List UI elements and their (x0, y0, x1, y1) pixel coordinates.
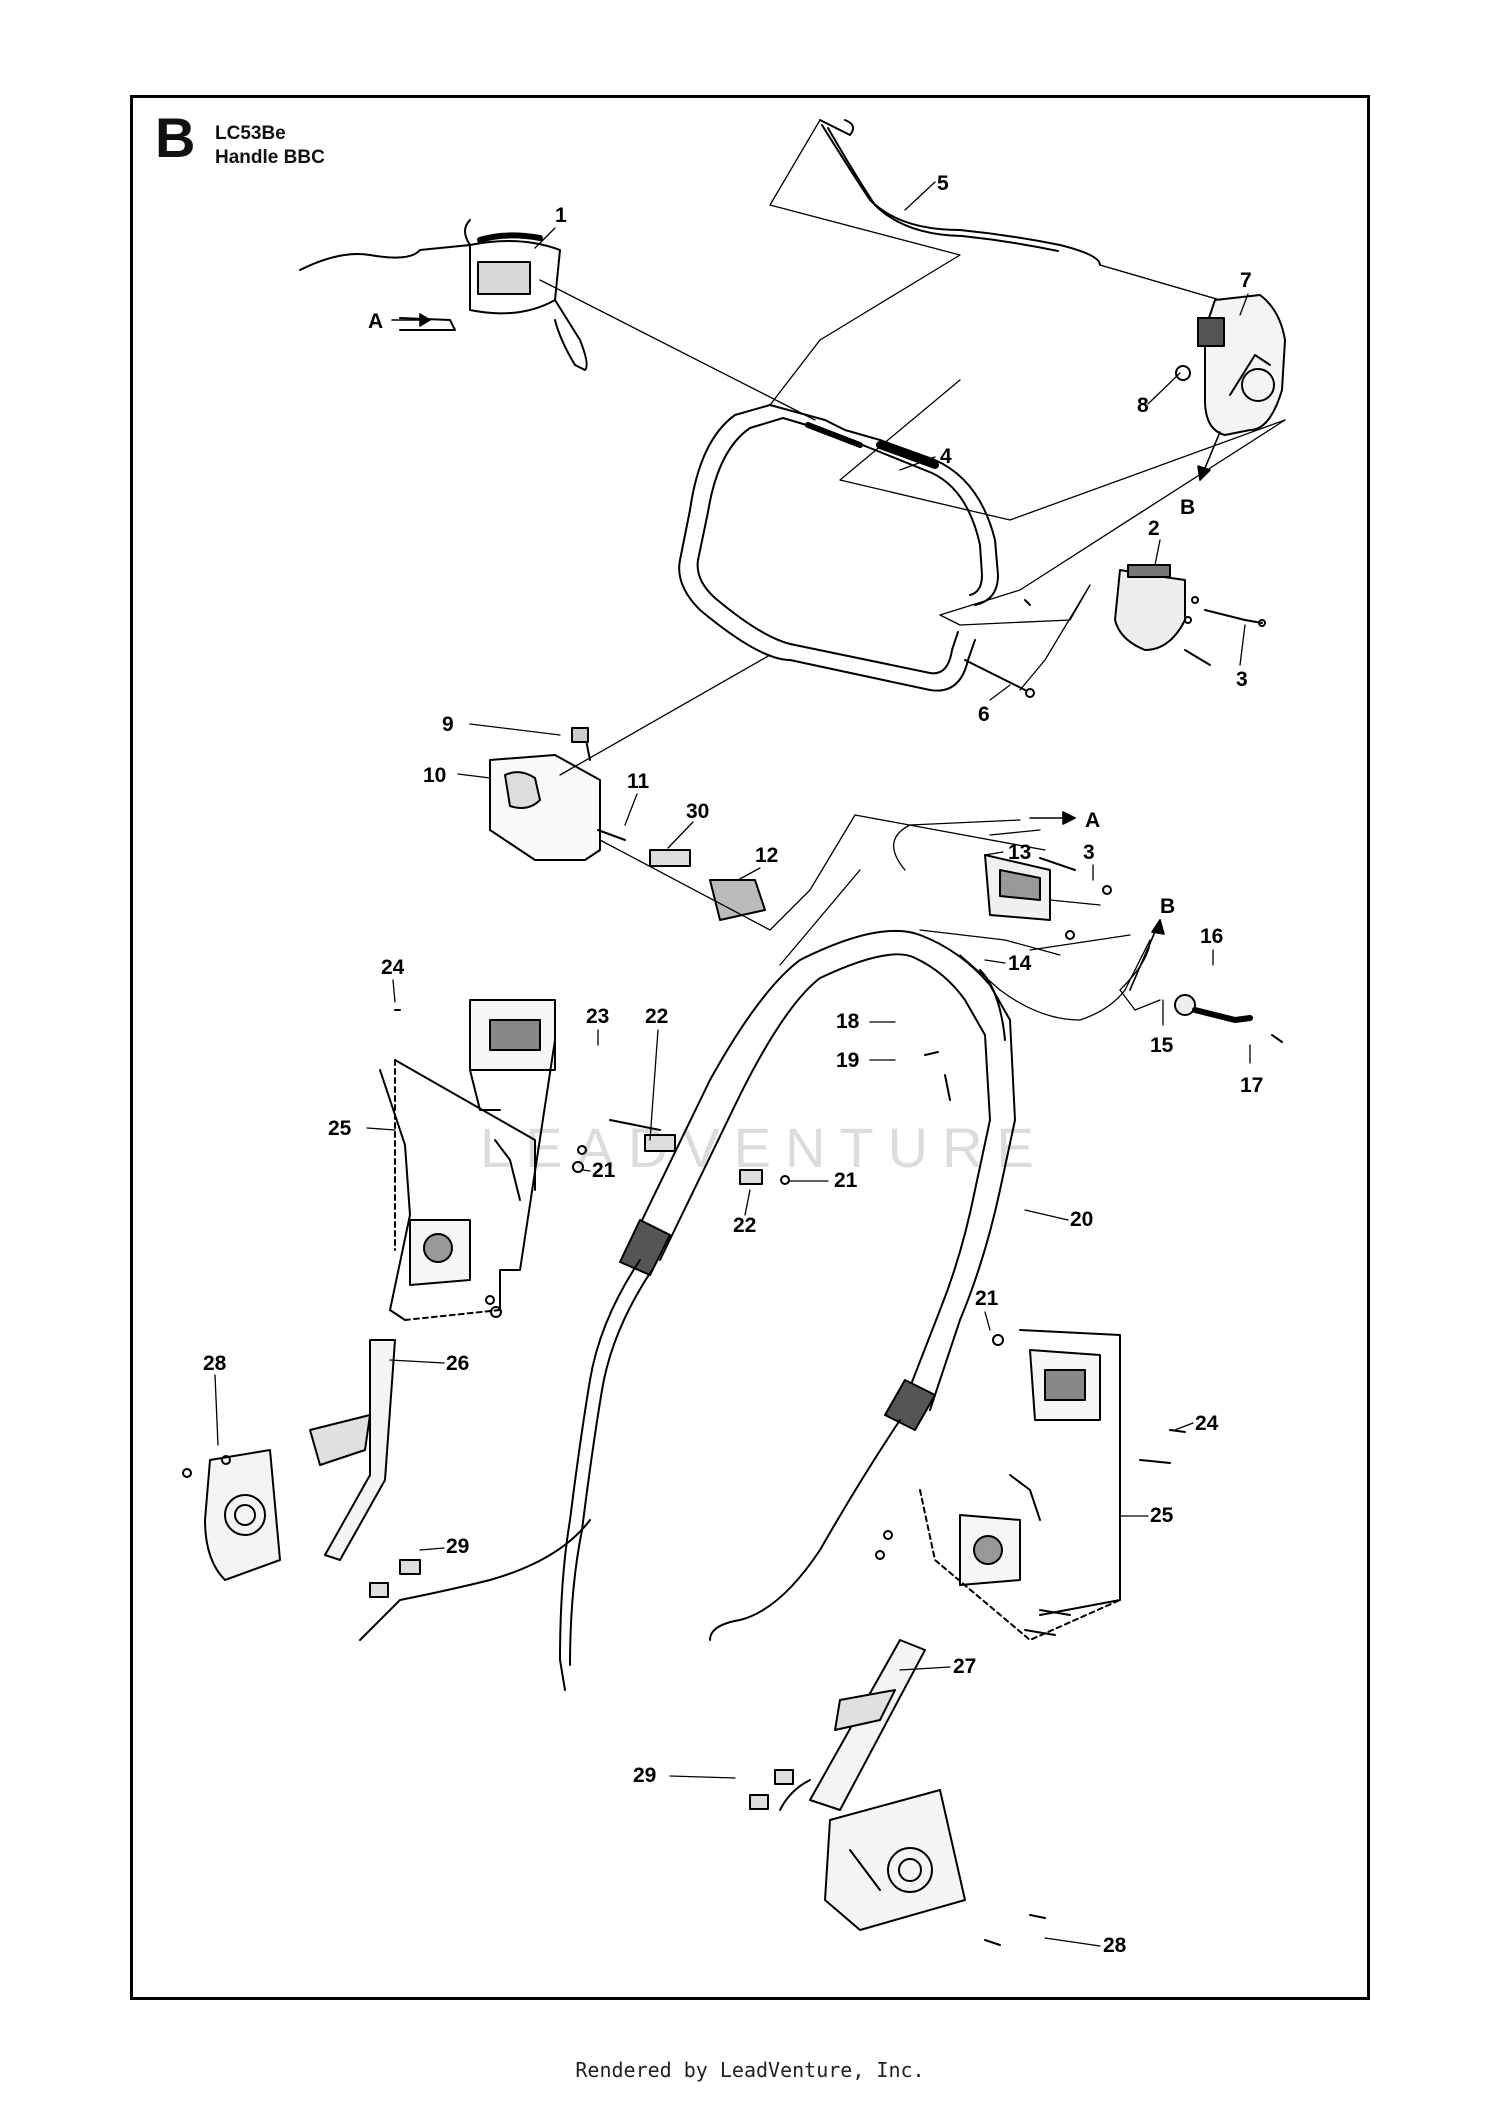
callout: 28 (203, 1352, 227, 1375)
callout: 7 (1240, 269, 1252, 292)
callout: 20 (1070, 1208, 1093, 1231)
callout: 9 (442, 713, 454, 736)
lower-handle-frame (359, 929, 1016, 1691)
arrow-label: B (1180, 496, 1195, 519)
callout: 21 (834, 1169, 858, 1192)
callout: 22 (733, 1214, 756, 1237)
upper-handle-bar (678, 404, 999, 692)
speed-control (1175, 294, 1286, 436)
left-lower-bracket (204, 1339, 396, 1581)
right-lower-bracket (779, 1639, 966, 1931)
callout: 3 (1236, 668, 1248, 691)
callout: 16 (1200, 925, 1223, 948)
throttle-cable (819, 119, 1221, 301)
callout: 1 (555, 204, 567, 227)
arrow-label: B (1160, 895, 1175, 918)
switch-housing (984, 854, 1076, 921)
callout: 17 (1240, 1074, 1263, 1097)
callout: 27 (953, 1655, 976, 1678)
callout: 26 (446, 1352, 469, 1375)
callout: 25 (1150, 1504, 1174, 1527)
diagram-title: LC53Be Handle BBC (215, 122, 325, 170)
cable-bracket (1114, 564, 1246, 666)
footer-credit: Rendered by LeadVenture, Inc. (575, 2058, 925, 2082)
callout: 24 (1195, 1412, 1219, 1435)
arrow-label: A (1085, 809, 1100, 832)
callout: 14 (1008, 952, 1032, 975)
callout: 12 (755, 844, 778, 867)
callout: 22 (645, 1005, 668, 1028)
callout-numbers: 1 5 7 8 4 2 3 6 9 10 11 30 12 13 3 14 16… (203, 172, 1263, 1957)
diagram-frame (130, 95, 1370, 2000)
callout: 2 (1148, 517, 1160, 540)
callout: 28 (1103, 1934, 1127, 1957)
control-lever (299, 219, 588, 371)
callout: 25 (328, 1117, 352, 1140)
callout: 4 (940, 445, 952, 468)
callout: 8 (1137, 394, 1149, 417)
callout: 6 (978, 703, 990, 726)
callout: 29 (633, 1764, 656, 1787)
reference-lines (539, 119, 1286, 1021)
left-adjuster-group (379, 999, 556, 1321)
arrow-labels: A B A B (368, 310, 1195, 918)
connector-parts (597, 829, 766, 921)
callout: 18 (836, 1010, 860, 1033)
fasteners (182, 599, 1283, 1946)
assembly-name: Handle BBC (215, 146, 325, 168)
callout: 3 (1083, 841, 1095, 864)
callout: 30 (686, 800, 709, 823)
callout: 21 (975, 1287, 999, 1310)
callout: 29 (446, 1535, 469, 1558)
right-adjuster-group (919, 1329, 1121, 1641)
callout: 5 (937, 172, 949, 195)
callout: 10 (423, 764, 446, 787)
handle-insert (489, 727, 601, 861)
reference-arrows (391, 313, 1221, 991)
callout: 13 (1008, 841, 1031, 864)
callout: 21 (592, 1159, 616, 1182)
callout: 23 (586, 1005, 609, 1028)
callout: 15 (1150, 1034, 1174, 1057)
arrow-label: A (368, 310, 383, 333)
section-letter: B (155, 106, 196, 169)
callout-leaders (214, 181, 1251, 1947)
callout: 24 (381, 956, 405, 979)
model-name: LC53Be (215, 123, 286, 144)
callout: 19 (836, 1049, 859, 1072)
callout: 11 (627, 770, 650, 793)
